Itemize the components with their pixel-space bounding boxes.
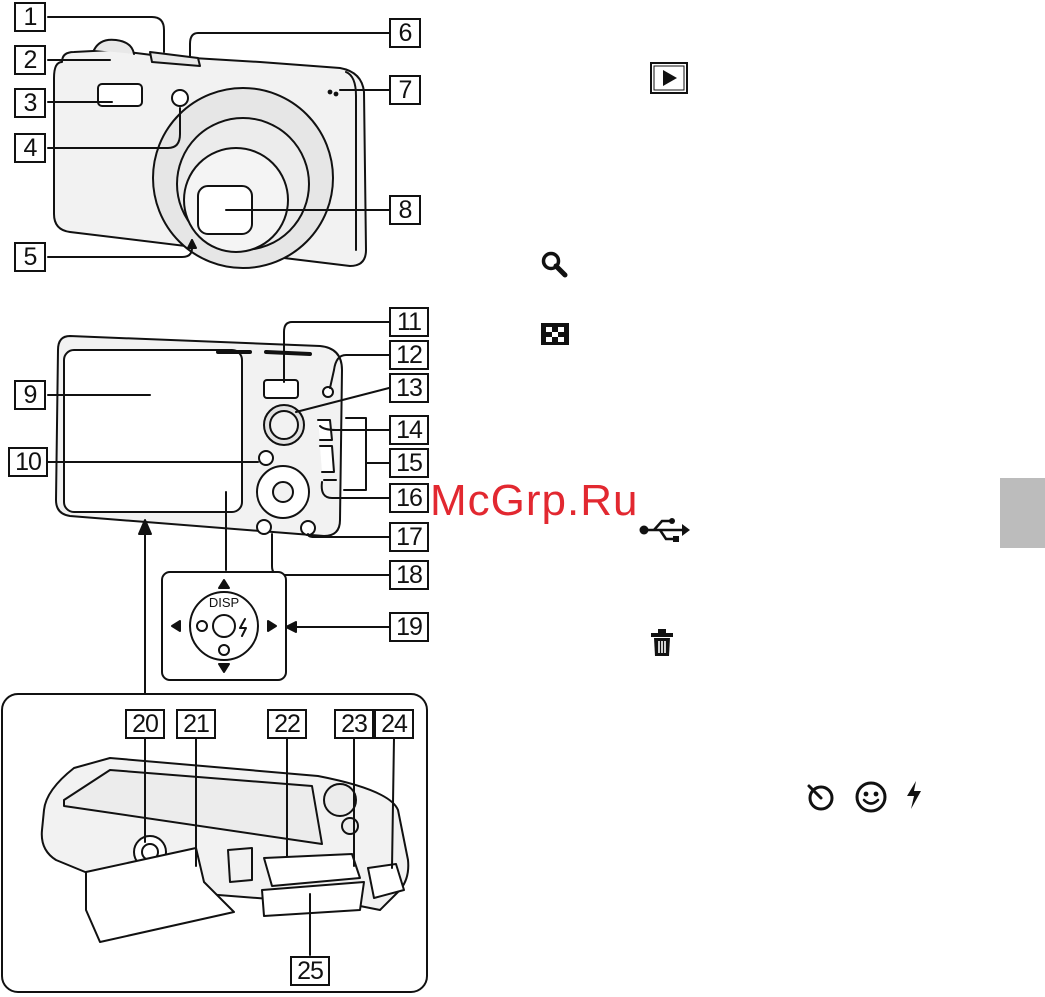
callout-13: 13: [389, 373, 429, 403]
callout-5: 5: [14, 242, 46, 272]
callout-23: 23: [334, 709, 374, 739]
callout-15: 15: [389, 448, 429, 478]
callout-17: 17: [389, 522, 429, 552]
callout-14: 14: [389, 415, 429, 445]
callout-3: 3: [14, 88, 46, 118]
callout-22: 22: [267, 709, 307, 739]
callout-8: 8: [389, 195, 421, 225]
callout-21: 21: [176, 709, 216, 739]
self-timer-icon: [806, 780, 836, 812]
callout-10: 10: [8, 447, 48, 477]
callout-12: 12: [389, 340, 429, 370]
callout-18: 18: [389, 560, 429, 590]
camera-front-view: [54, 40, 366, 268]
section-tab: [1000, 478, 1045, 548]
control-pad-top-label: DISP: [209, 595, 239, 610]
callout-4: 4: [14, 133, 46, 163]
smile-icon: [854, 780, 888, 814]
callout-7: 7: [389, 75, 421, 105]
callout-9: 9: [14, 380, 46, 410]
callout-20: 20: [125, 709, 165, 739]
usb-icon: [638, 516, 690, 544]
play-icon: [650, 62, 688, 94]
camera-back-view: [56, 336, 342, 536]
callout-1: 1: [14, 2, 46, 32]
callout-24: 24: [374, 709, 414, 739]
callout-19: 19: [389, 612, 429, 642]
callout-2: 2: [14, 45, 46, 75]
callout-16: 16: [389, 483, 429, 513]
index-grid-icon: [540, 322, 570, 346]
callout-6: 6: [389, 18, 421, 48]
callout-11: 11: [389, 307, 429, 337]
watermark: McGrp.Ru: [430, 476, 638, 526]
magnifier-icon: [540, 250, 568, 278]
trash-icon: [650, 628, 674, 658]
callout-25: 25: [290, 956, 330, 986]
flash-icon: [904, 780, 924, 810]
